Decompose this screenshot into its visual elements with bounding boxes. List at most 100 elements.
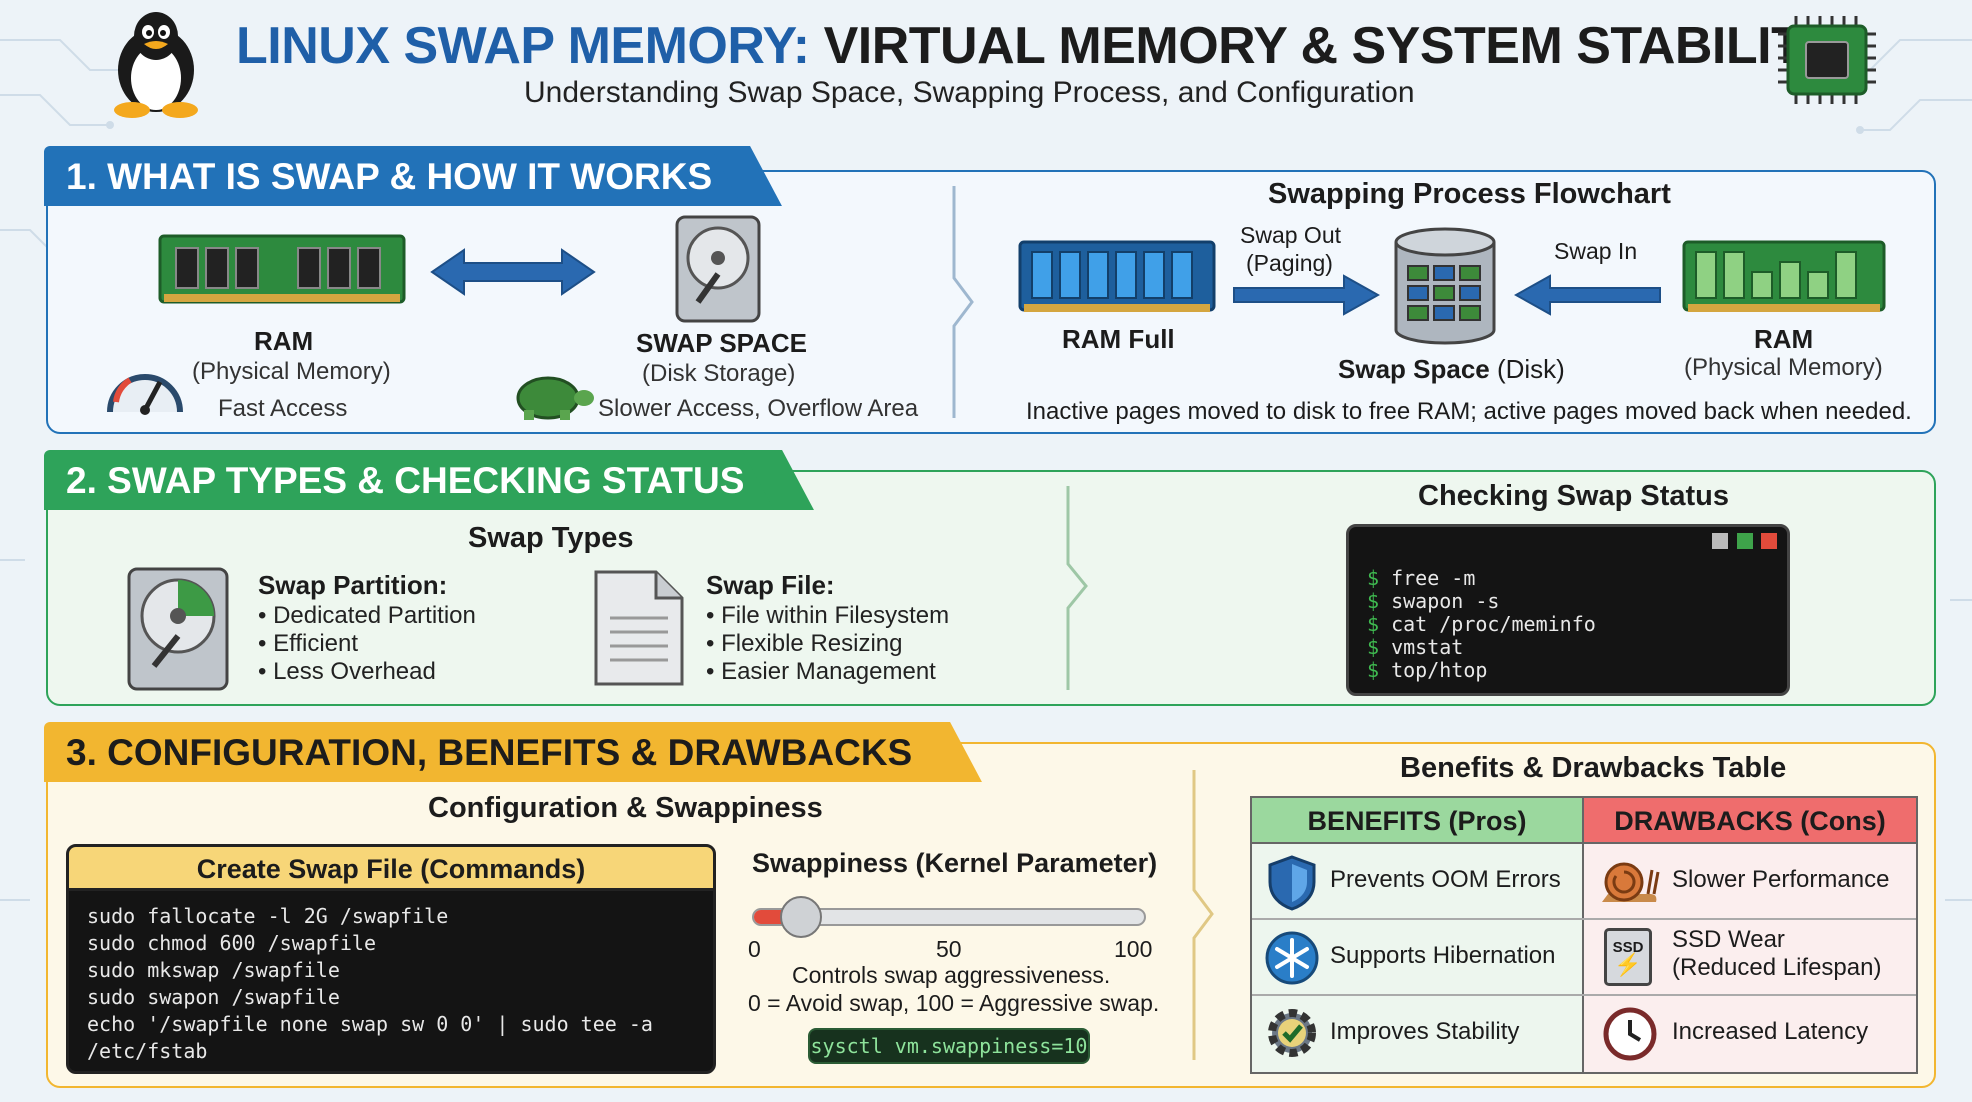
benefit-prevents-oom: Prevents OOM Errors <box>1330 866 1561 893</box>
swap-out-arrow-icon <box>1233 274 1380 316</box>
terminal-line: $ swapon -s <box>1367 589 1500 613</box>
swap-status-terminal: $ free -m $ swapon -s $ cat /proc/meminf… <box>1346 524 1790 696</box>
snowflake-icon <box>1265 931 1319 985</box>
section-2-tab: 2. SWAP TYPES & CHECKING STATUS <box>44 450 779 510</box>
terminal-line: $ free -m <box>1367 566 1476 590</box>
drawback-slower-performance: Slower Performance <box>1672 866 1890 893</box>
page-subtitle: Understanding Swap Space, Swapping Proce… <box>524 76 1415 109</box>
swap-types-title: Swap Types <box>468 522 634 554</box>
command-line: echo '/swapfile none swap sw 0 0' | sudo… <box>87 1012 653 1063</box>
page-title: LINUX SWAP MEMORY: VIRTUAL MEMORY & SYST… <box>236 16 1837 76</box>
command-line: sudo swapon /swapfile <box>87 985 340 1009</box>
list-item: • Less Overhead <box>258 658 436 685</box>
turtle-icon <box>516 376 594 420</box>
section-1-tab: 1. WHAT IS SWAP & HOW IT WORKS <box>44 146 747 206</box>
hard-disk-icon <box>675 215 761 323</box>
swap-space-sub-label: (Disk Storage) <box>642 360 796 387</box>
swap-space-disk-label: Swap Space (Disk) <box>1338 354 1565 385</box>
list-item: • Efficient <box>258 630 359 657</box>
benefit-improves-stability: Improves Stability <box>1330 1018 1520 1045</box>
ram-flow-label: RAM <box>1754 324 1814 354</box>
window-close-icon <box>1761 533 1777 549</box>
speedometer-icon <box>107 374 183 415</box>
ram-full-label: RAM Full <box>1062 324 1175 354</box>
swappiness-min-label: 0 <box>748 936 761 962</box>
command-line: sudo fallocate -l 2G /swapfile <box>87 904 449 928</box>
drawback-ssd-wear-detail: (Reduced Lifespan) <box>1672 954 1882 981</box>
ssd-icon-text: SSD <box>1612 939 1644 956</box>
window-maximize-icon <box>1736 533 1753 549</box>
flowchart-caption: Inactive pages moved to disk to free RAM… <box>1026 398 1912 425</box>
swap-file-bullets: • File within Filesystem • Flexible Resi… <box>706 602 949 686</box>
drawback-ssd-wear: SSD Wear <box>1672 926 1785 953</box>
cpu-chip-icon <box>1778 16 1876 104</box>
ram-note: Fast Access <box>218 395 348 422</box>
ram-module-icon <box>158 234 406 304</box>
swap-space-database-icon <box>1394 227 1496 345</box>
create-swap-commands: sudo fallocate -l 2G /swapfile sudo chmo… <box>87 903 713 1071</box>
gear-check-icon <box>1268 1009 1316 1057</box>
checking-swap-status-title: Checking Swap Status <box>1418 480 1730 512</box>
snail-icon <box>1602 862 1660 902</box>
command-continuation: ... <box>87 1065 713 1071</box>
row-divider <box>1252 994 1916 996</box>
configuration-title: Configuration & Swappiness <box>428 792 823 824</box>
create-swap-file-title: Create Swap File (Commands) <box>69 847 713 891</box>
section-3-divider <box>1192 770 1214 1060</box>
swap-in-arrow-icon <box>1514 274 1661 316</box>
benefits-header: BENEFITS (Pros) <box>1252 798 1584 844</box>
paging-label: (Paging) <box>1246 250 1333 276</box>
benefits-drawbacks-table: BENEFITS (Pros) DRAWBACKS (Cons) Prevent… <box>1250 796 1918 1074</box>
command-line: sudo chmod 600 /swapfile <box>87 931 376 955</box>
ram-sub-label: (Physical Memory) <box>192 358 391 385</box>
swappiness-max-label: 100 <box>1114 936 1153 962</box>
ram-full-module-icon <box>1018 240 1216 312</box>
window-minimize-icon <box>1712 533 1729 549</box>
swap-space-label: SWAP SPACE <box>636 328 807 358</box>
swap-in-label: Swap In <box>1554 238 1638 264</box>
disk-flow-label: (Disk) <box>1496 354 1565 384</box>
bidirectional-arrow-icon <box>430 248 596 296</box>
swap-partition-disk-icon <box>127 567 229 691</box>
list-item: • File within Filesystem <box>706 602 950 629</box>
terminal-window-controls <box>1708 533 1777 554</box>
list-item: • Easier Management <box>706 658 936 685</box>
terminal-commands: $ free -m $ swapon -s $ cat /proc/meminf… <box>1367 567 1596 682</box>
ssd-icon: SSD⚡ <box>1604 928 1652 986</box>
create-swap-file-box: Create Swap File (Commands) sudo falloca… <box>66 844 716 1074</box>
command-line: sudo mkswap /swapfile <box>87 958 340 982</box>
swappiness-command: sysctl vm.swappiness=10 <box>808 1028 1090 1064</box>
drawback-increased-latency: Increased Latency <box>1672 1018 1869 1045</box>
penguin-icon <box>114 12 198 118</box>
swappiness-slider-knob[interactable] <box>780 896 823 938</box>
swap-partition-title: Swap Partition: <box>258 570 448 600</box>
benefit-supports-hibernation: Supports Hibernation <box>1330 942 1556 969</box>
clock-icon <box>1603 1007 1657 1061</box>
swap-file-document-icon <box>594 570 684 686</box>
section-1-divider <box>952 186 974 418</box>
drawbacks-header: DRAWBACKS (Cons) <box>1584 798 1916 844</box>
swap-file-title: Swap File: <box>706 570 835 600</box>
swappiness-description-1: Controls swap aggressiveness. <box>792 962 1111 988</box>
section-2-divider <box>1066 486 1088 690</box>
ram-label: RAM <box>254 326 314 356</box>
list-item: • Dedicated Partition <box>258 602 476 629</box>
swappiness-description-2: 0 = Avoid swap, 100 = Aggressive swap. <box>748 990 1160 1016</box>
ram-partial-module-icon <box>1682 240 1886 312</box>
swap-out-label: Swap Out <box>1240 222 1341 248</box>
ram-flow-sub-label: (Physical Memory) <box>1684 354 1883 381</box>
title-part-1: LINUX SWAP MEMORY: <box>236 17 810 75</box>
terminal-line: $ vmstat <box>1367 635 1464 659</box>
terminal-line: $ top/htop <box>1367 658 1488 682</box>
swap-space-flow-label: Swap Space <box>1338 354 1490 384</box>
swap-space-note: Slower Access, Overflow Area <box>598 395 919 422</box>
row-divider <box>1252 918 1916 920</box>
title-part-2: VIRTUAL MEMORY & SYSTEM STABILITY <box>823 17 1837 75</box>
list-item: • Flexible Resizing <box>706 630 903 657</box>
flowchart-title: Swapping Process Flowchart <box>1268 178 1671 210</box>
terminal-line: $ cat /proc/meminfo <box>1367 612 1596 636</box>
benefits-drawbacks-title: Benefits & Drawbacks Table <box>1400 752 1787 784</box>
swappiness-slider-track[interactable] <box>752 896 1146 938</box>
swappiness-title: Swappiness (Kernel Parameter) <box>752 848 1158 878</box>
shield-icon <box>1268 855 1316 911</box>
